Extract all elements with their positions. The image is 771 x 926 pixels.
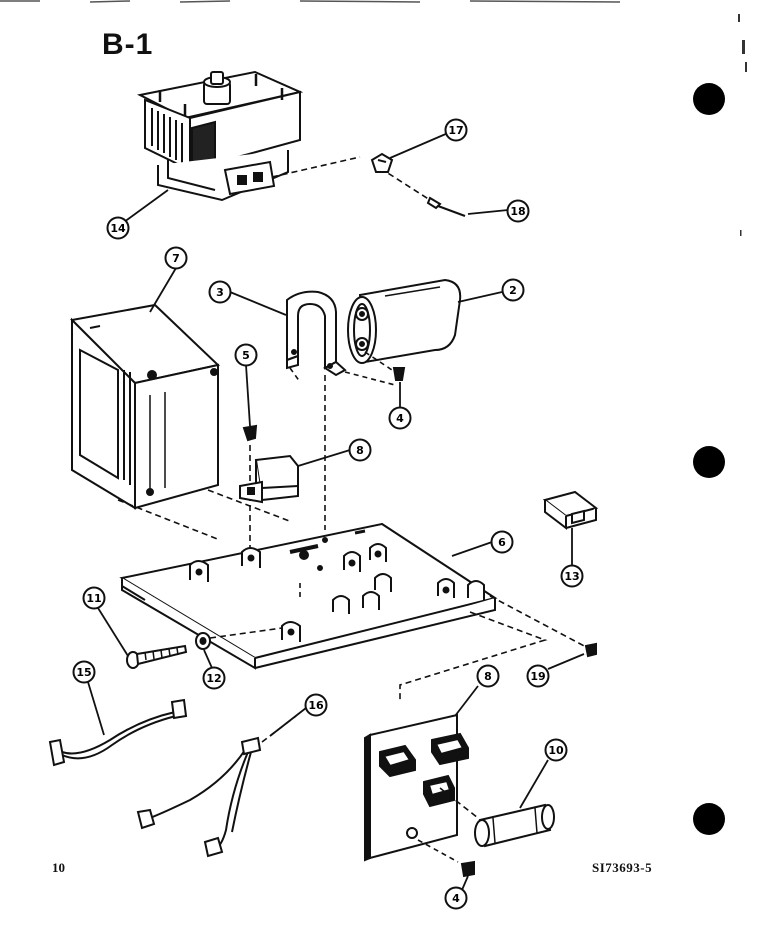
- callout-7: 7: [164, 246, 188, 270]
- binder-hole-1: [693, 83, 725, 115]
- svg-text:2: 2: [509, 284, 517, 297]
- washer-12: [195, 632, 211, 650]
- callout-19: 19: [526, 664, 550, 688]
- svg-text:15: 15: [76, 666, 91, 679]
- high-voltage-transformer: [69, 303, 221, 510]
- document-code: SI73693-5: [592, 860, 653, 875]
- screw-upper: [392, 367, 406, 381]
- callout-15: 15: [72, 660, 96, 684]
- page-number: 10: [52, 860, 65, 875]
- svg-text:6: 6: [498, 536, 506, 549]
- svg-text:13: 13: [564, 570, 579, 583]
- callout-3: 3: [208, 280, 232, 304]
- callout-8-lower: 8: [476, 664, 500, 688]
- callout-18: 18: [506, 199, 530, 223]
- scan-specks: [738, 14, 747, 236]
- svg-text:3: 3: [216, 286, 224, 299]
- scan-edge-top: [0, 0, 621, 3]
- callout-16: 16: [304, 693, 328, 717]
- callout-12: 12: [202, 666, 226, 690]
- screw-5: [242, 424, 258, 442]
- leader-lines: [87, 129, 585, 891]
- thermal-cutout: [370, 152, 394, 173]
- svg-text:11: 11: [86, 592, 101, 605]
- svg-text:14: 14: [110, 222, 126, 235]
- mounting-screw-11: [126, 644, 188, 669]
- high-voltage-capacitor: [347, 278, 462, 364]
- callout-13: 13: [560, 564, 584, 588]
- svg-text:4: 4: [452, 892, 460, 905]
- screw-19: [584, 642, 597, 658]
- svg-text:5: 5: [242, 349, 250, 362]
- callout-11: 11: [82, 586, 106, 610]
- svg-text:16: 16: [308, 699, 324, 712]
- svg-text:17: 17: [448, 124, 463, 137]
- callout-14: 14: [106, 216, 130, 240]
- wire-harness-16: [136, 736, 262, 858]
- svg-text:8: 8: [484, 670, 492, 683]
- callout-6: 6: [490, 530, 514, 554]
- callout-4-lower: 4: [444, 886, 468, 910]
- binder-hole-3: [693, 803, 725, 835]
- fuse-cartridge: [474, 803, 555, 848]
- capacitor-bracket: [286, 290, 347, 377]
- screw-4-lower: [460, 860, 475, 878]
- callout-17: 17: [444, 118, 468, 142]
- svg-text:10: 10: [548, 744, 564, 757]
- magnetron: [136, 70, 304, 202]
- binder-hole-2: [693, 446, 725, 478]
- hv-diode-block: [239, 454, 299, 504]
- noise-filter-board: [364, 713, 469, 862]
- svg-text:7: 7: [172, 252, 180, 265]
- base-plate: [119, 522, 498, 670]
- svg-text:19: 19: [530, 670, 545, 683]
- callout-5: 5: [234, 343, 258, 367]
- svg-text:18: 18: [510, 205, 525, 218]
- svg-text:8: 8: [356, 444, 364, 457]
- callout-2: 2: [501, 278, 525, 302]
- fuse-block: [542, 490, 599, 531]
- wire-harness-15: [48, 698, 188, 767]
- callout-10: 10: [544, 738, 568, 762]
- callout-8-upper: 8: [348, 438, 372, 462]
- svg-text:12: 12: [206, 672, 221, 685]
- svg-text:4: 4: [396, 412, 404, 425]
- temp-probe: [426, 196, 466, 217]
- page-title: B-1: [102, 28, 154, 61]
- callout-4-upper: 4: [388, 406, 412, 430]
